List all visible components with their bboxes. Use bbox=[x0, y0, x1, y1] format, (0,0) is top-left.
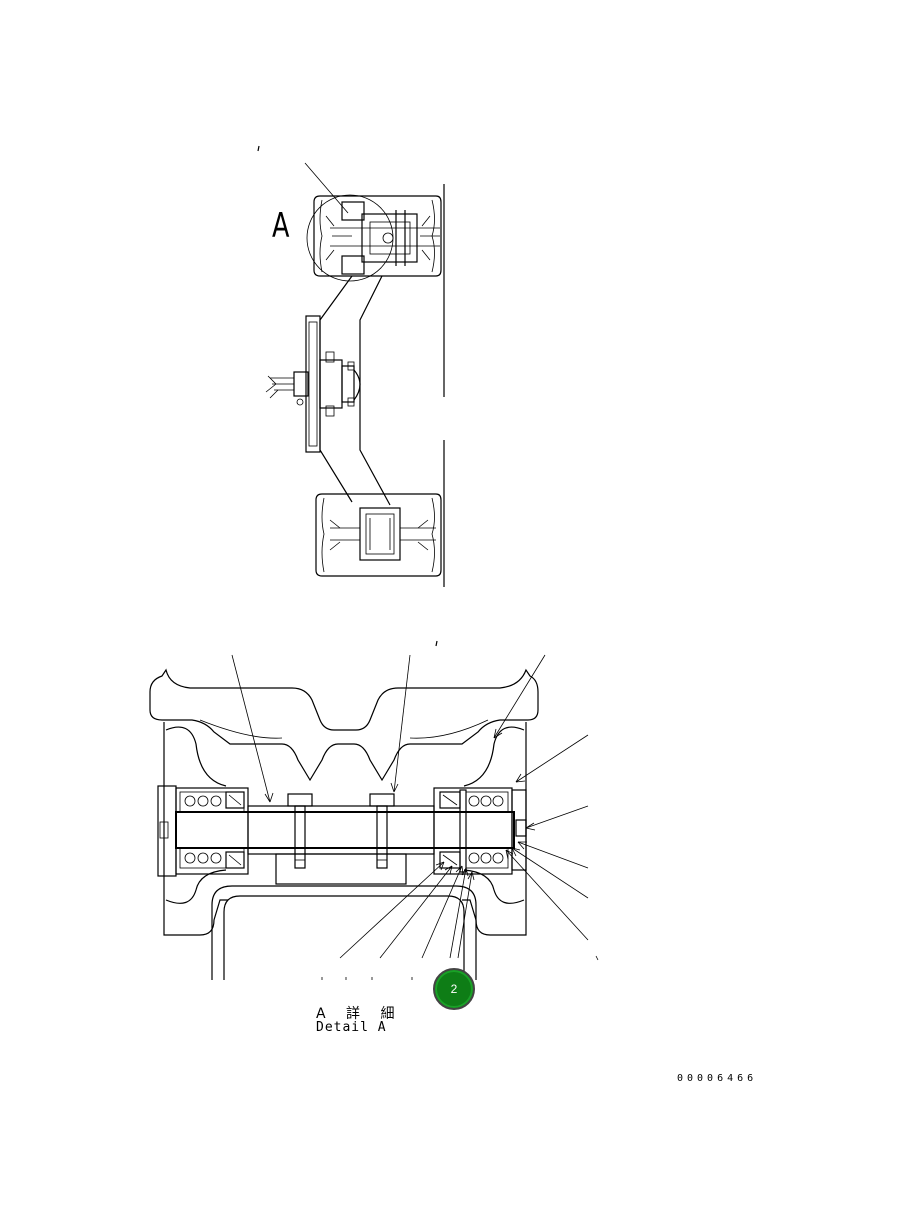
leader-line bbox=[515, 734, 589, 783]
leader-line bbox=[511, 847, 589, 899]
callout-number-button[interactable]: 2 bbox=[433, 968, 475, 1010]
leader-line bbox=[379, 865, 453, 959]
leader-line bbox=[393, 654, 411, 793]
leader-line bbox=[525, 805, 589, 829]
leader-line bbox=[517, 841, 589, 869]
leader-line bbox=[231, 654, 271, 803]
detail-label-english: Detail A bbox=[316, 1020, 387, 1035]
overall-assembly-view bbox=[257, 145, 445, 587]
detail-a-view bbox=[149, 640, 599, 980]
detail-a-circle bbox=[306, 194, 394, 282]
drawing-number: 00006466 bbox=[677, 1073, 758, 1084]
leader-line bbox=[493, 654, 546, 739]
leader-line bbox=[505, 849, 589, 941]
leader-line bbox=[304, 162, 349, 214]
leader-line bbox=[457, 871, 473, 959]
leader-line bbox=[421, 865, 463, 959]
leader-line bbox=[449, 867, 467, 959]
leader-line bbox=[339, 861, 445, 959]
view-marker-label: A bbox=[272, 206, 290, 246]
detail-label-japanese: A 詳 細 bbox=[316, 1006, 403, 1022]
